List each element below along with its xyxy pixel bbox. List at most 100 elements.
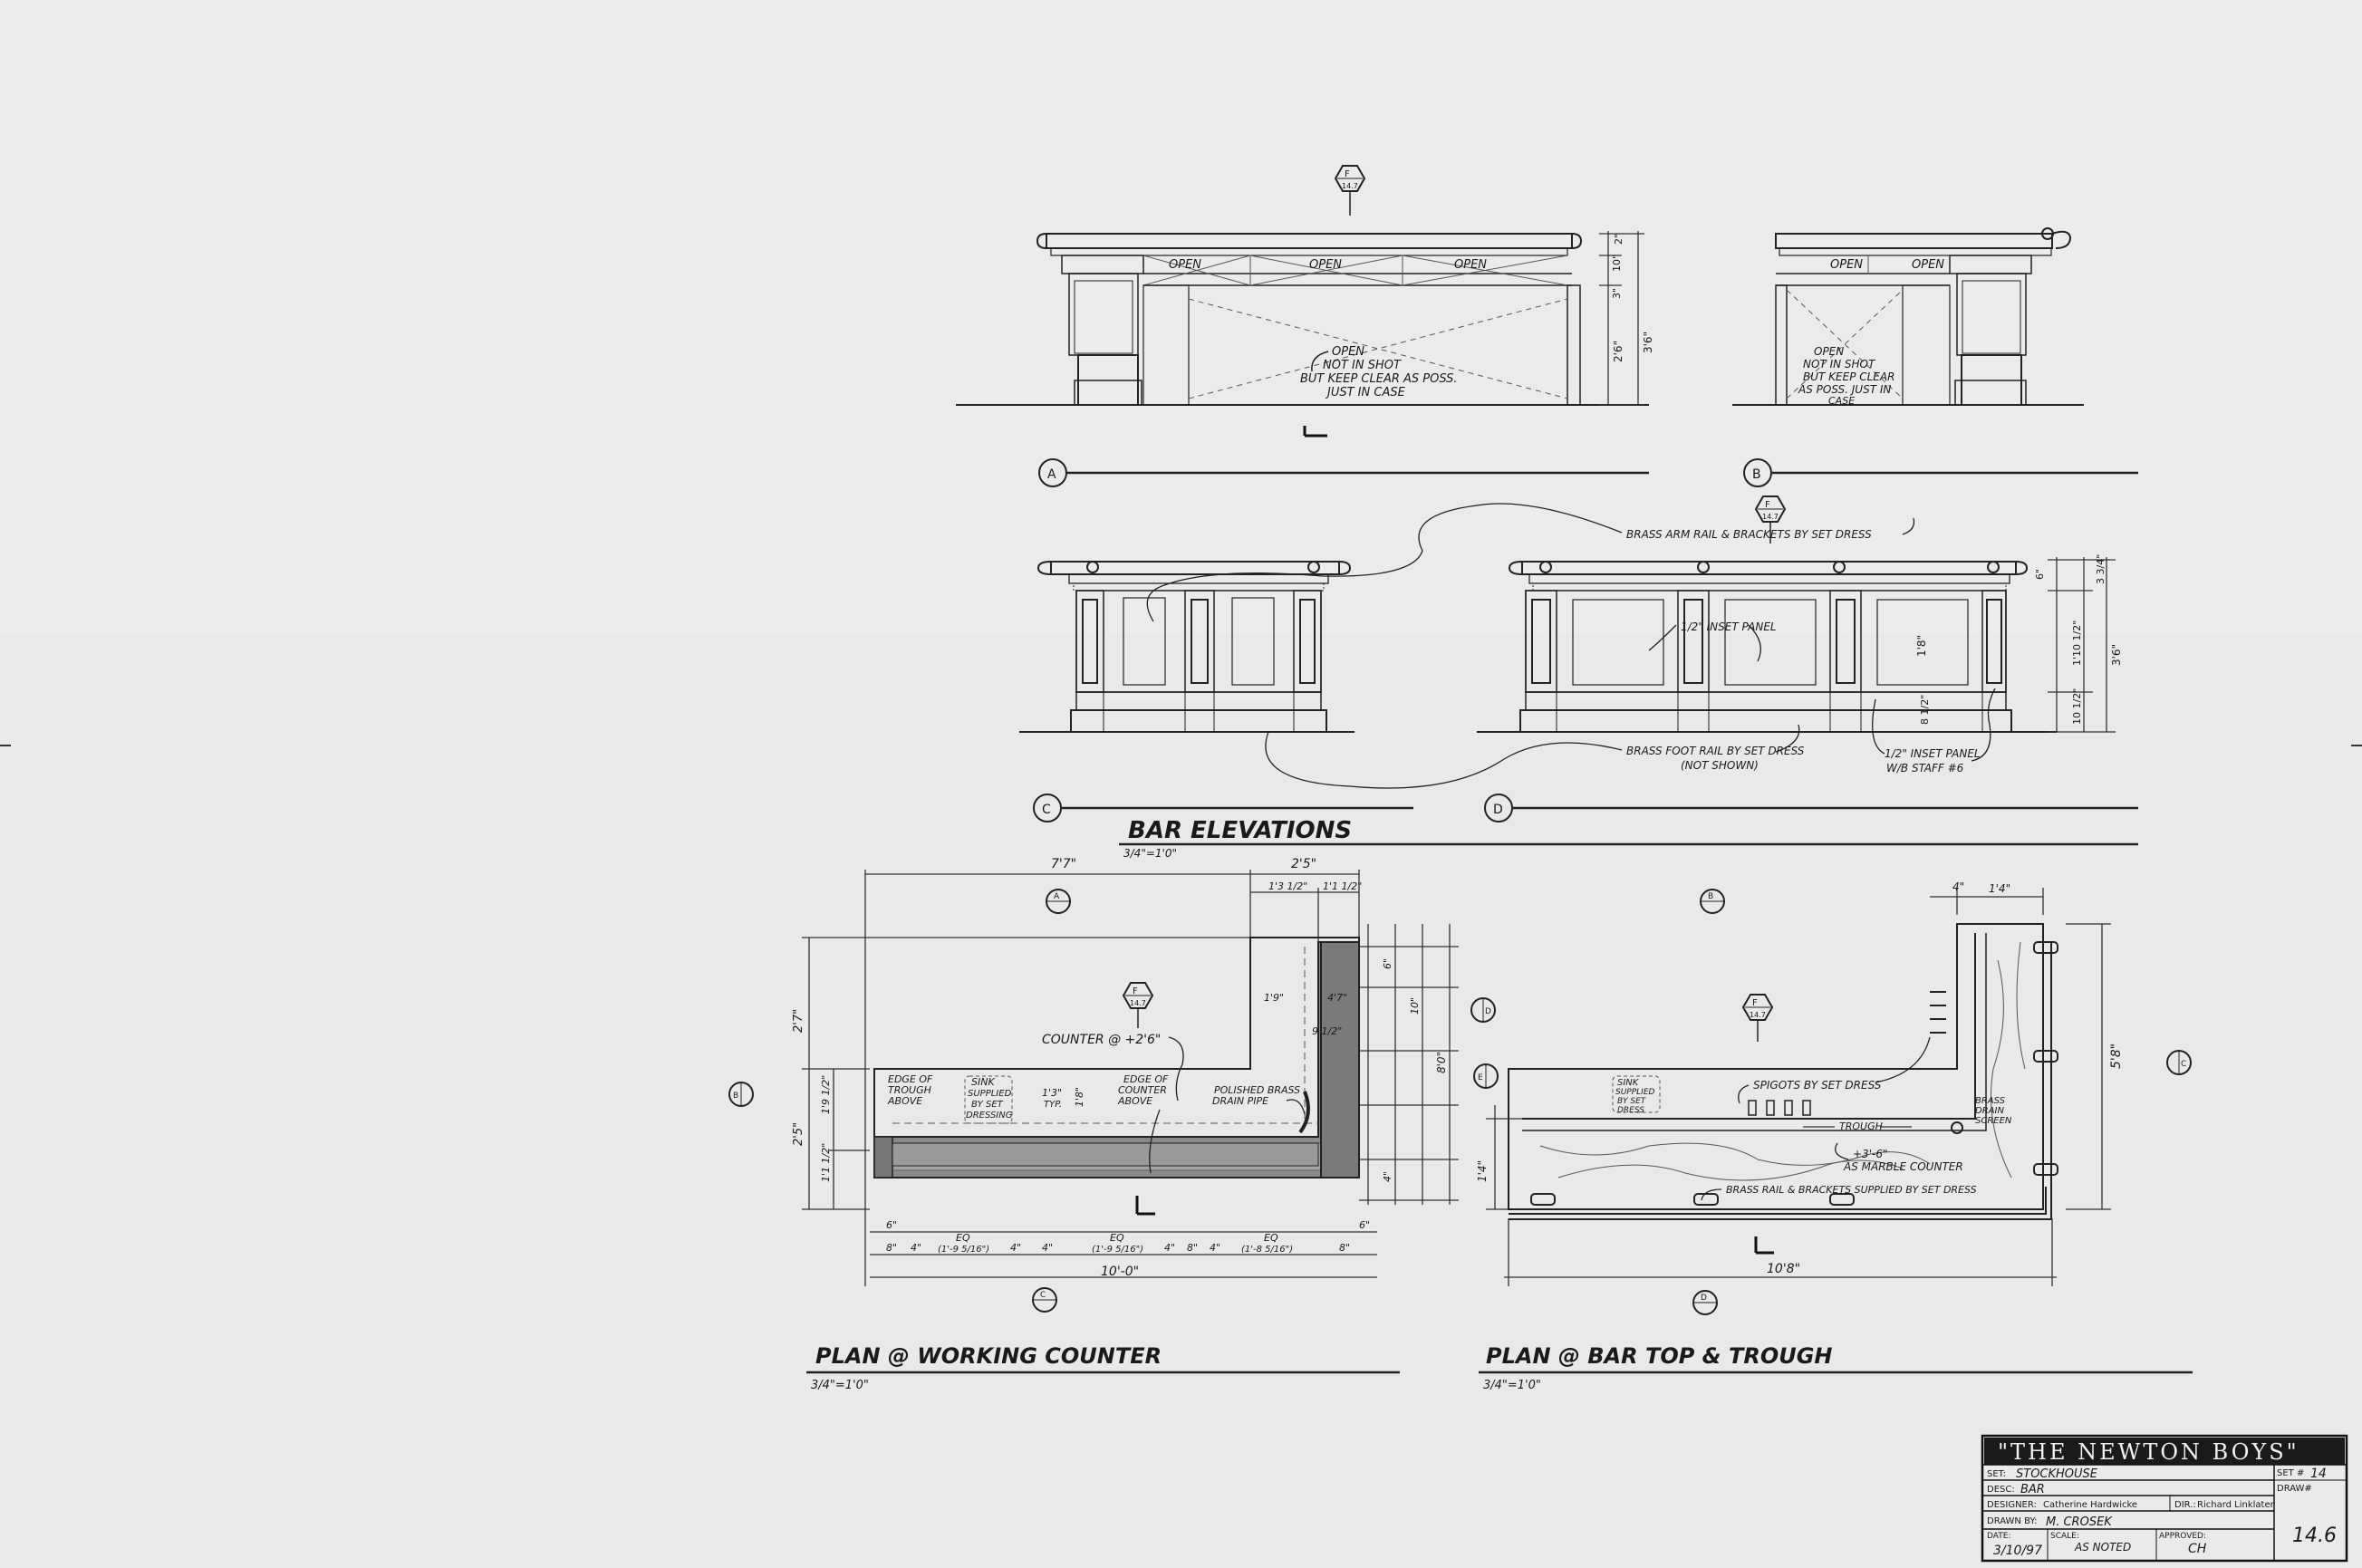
plan-marker-a: A — [1054, 892, 1060, 901]
dim-d-1ft8: 1'8" — [1915, 635, 1928, 657]
bot-dim-12: EQ — [1264, 1232, 1278, 1244]
set-label: SET: — [1987, 1469, 2006, 1479]
elevation-b: OPEN OPEN OPEN NOT IN SHOT BUT KEEP CLEA… — [1732, 227, 2138, 544]
dim-10in: 10" — [1611, 255, 1623, 272]
drawn-value: M. CROSEK — [2046, 1515, 2113, 1529]
bot-dim-5: 4" — [1010, 1242, 1021, 1254]
plan-marker-d: D — [1485, 1007, 1491, 1016]
open-note-line-2: NOT IN SHOT — [1323, 359, 1402, 372]
marker-b: B — [1752, 467, 1761, 482]
bot-dim-6: 4" — [1042, 1242, 1053, 1254]
elevation-d: BRASS ARM RAIL & BRACKETS BY SET DRESS 1… — [1146, 503, 2138, 822]
date-label: DATE: — [1987, 1532, 2010, 1541]
note-typ-1: 1'3" — [1042, 1087, 1062, 1099]
open-note-line-3: BUT KEEP CLEAR AS POSS. — [1300, 372, 1458, 386]
bt-note-sink-4: DRESS — [1617, 1106, 1644, 1115]
designer-value: Catherine Hardwicke — [2043, 1500, 2137, 1510]
bt-note-drain-3: SCREEN — [1975, 1116, 2012, 1126]
note-sink-4: DRESSING — [966, 1111, 1013, 1121]
dim-d-3qtr: 3 3/4" — [2095, 554, 2107, 584]
bt-marker-e: E — [1478, 1073, 1483, 1082]
marker-a: A — [1047, 467, 1056, 482]
bt-top-dim-1ft4: 1'4" — [1989, 882, 2010, 895]
bt-note-sink-1: SINK — [1617, 1078, 1640, 1088]
bt-note-marble-1: +3'-6" — [1853, 1148, 1887, 1160]
open-note-b-4: AS POSS. JUST IN — [1798, 383, 1891, 396]
draw-no-label: DRAW# — [2277, 1484, 2312, 1494]
note-drain-1: POLISHED BRASS — [1214, 1084, 1300, 1096]
open-label-b1: OPEN — [1830, 258, 1863, 272]
bt-note-sink-2: SUPPLIED — [1615, 1088, 1655, 1097]
bt-marker-b: B — [1708, 892, 1713, 901]
note-sink-2: SUPPLIED — [968, 1089, 1012, 1099]
bot-dim-3: EQ — [956, 1232, 970, 1244]
drawn-label: DRAWN BY: — [1987, 1516, 2038, 1526]
approved-label: APPROVED: — [2159, 1532, 2206, 1541]
plan-bartop-title: PLAN @ BAR TOP & TROUGH — [1486, 1343, 1833, 1369]
section-title: BAR ELEVATIONS — [1128, 817, 1352, 844]
right-dim-10: 10" — [1409, 997, 1421, 1015]
set-no-value: 14 — [2310, 1467, 2327, 1481]
open-note-line-1: OPEN — [1332, 345, 1364, 359]
plan-working-scale: 3/4"=1'0" — [811, 1379, 869, 1392]
scale-value: AS NOTED — [2074, 1541, 2131, 1554]
open-note-b-1: OPEN — [1814, 345, 1844, 358]
dim-3ft6: 3'6" — [1642, 332, 1654, 353]
note-typ-2: TYP. — [1044, 1100, 1062, 1110]
plan-marker-c: C — [1040, 1291, 1046, 1300]
right-dim-9half: 9 1/2" — [1312, 1025, 1342, 1037]
note-counter-edge-3: ABOVE — [1117, 1095, 1152, 1107]
dim-d-6: 6" — [2034, 569, 2046, 580]
open-note-b-2: NOT IN SHOT — [1803, 358, 1876, 370]
plan-working-counter: 7'7" 2'5" 1'3 1/2" 1'1 1/2" 2'7" 2'5" 1'… — [728, 857, 1496, 1392]
right-dim-6: 6" — [1382, 958, 1393, 969]
note-trough-edge-2: TROUGH — [888, 1084, 931, 1096]
plan-marker-b: B — [733, 1092, 738, 1101]
note-counter-edge-2: COUNTER — [1118, 1084, 1167, 1096]
dim-2in: 2" — [1613, 234, 1624, 245]
callout-foot-rail-1: BRASS FOOT RAIL BY SET DRESS — [1626, 745, 1805, 757]
note-counter-height: COUNTER @ +2'6" — [1042, 1033, 1161, 1047]
bot-dim-7: EQ — [1110, 1232, 1124, 1244]
bt-left-dim: 1'4" — [1476, 1160, 1489, 1182]
plan-bar-top: 4" 1'4" SINK SUPPLIED BY SET D — [1473, 880, 2193, 1392]
bt-note-spigots: SPIGOTS BY SET DRESS — [1753, 1079, 1882, 1092]
marker-f2-letter: F — [1765, 500, 1770, 510]
marker-d: D — [1493, 803, 1503, 817]
right-dim-1ft9: 1'9" — [1264, 992, 1284, 1004]
note-trough-edge-1: EDGE OF — [888, 1073, 933, 1085]
dim-d-3ft6: 3'6" — [2110, 644, 2123, 666]
plan-working-title: PLAN @ WORKING COUNTER — [815, 1343, 1162, 1369]
bot-dim-2: 4" — [911, 1242, 921, 1254]
dim-3in: 3" — [1611, 288, 1623, 299]
bt-note-drain-1: BRASS — [1975, 1096, 2006, 1106]
bt-marker-c: C — [2181, 1060, 2186, 1069]
elevation-a: OPEN OPEN OPEN OPEN NOT IN SHOT BUT KEEP… — [956, 165, 1654, 487]
callout-inset-panel: 1/2" INSET PANEL — [1681, 620, 1777, 633]
plan-bartop-scale: 3/4"=1'0" — [1483, 1379, 1541, 1392]
dim-d-10half: 10 1/2" — [2071, 688, 2083, 725]
designer-label: DESIGNER: — [1987, 1500, 2037, 1510]
desc-label: DESC: — [1987, 1485, 2015, 1495]
bot-dim-4: (1'-9 5/16") — [938, 1245, 989, 1255]
open-label-1: OPEN — [1169, 258, 1201, 272]
sheet-number: 14.6 — [2292, 1525, 2337, 1547]
open-note-b-5: CASE — [1828, 395, 1855, 407]
bt-note-marble-2: AS MARBLE COUNTER — [1843, 1160, 1963, 1173]
marker-f2-ref: 14.7 — [1762, 513, 1779, 521]
bot-dim-11: 4" — [1210, 1242, 1220, 1254]
dim-d-8half: 8 1/2" — [1919, 695, 1931, 725]
bot-dim-10: 8" — [1187, 1242, 1198, 1254]
note-trough-edge-3: ABOVE — [887, 1095, 922, 1107]
marker-f4-ref: 14.7 — [1750, 1011, 1766, 1019]
marker-f-ref: 14.7 — [1342, 182, 1358, 190]
title-block: "THE NEWTON BOYS" SET: STOCKHOUSE SET # … — [1981, 1434, 2348, 1563]
right-dim-4ft7: 4'7" — [1327, 992, 1347, 1004]
bt-top-dim-4: 4" — [1952, 880, 1964, 893]
bt-marker-d: D — [1701, 1294, 1707, 1303]
section-scale: 3/4"=1'0" — [1123, 847, 1177, 860]
bt-overall-width: 10'8" — [1767, 1262, 1800, 1276]
note-drain-2: DRAIN PIPE — [1212, 1095, 1268, 1107]
marker-f4-letter: F — [1752, 998, 1758, 1008]
